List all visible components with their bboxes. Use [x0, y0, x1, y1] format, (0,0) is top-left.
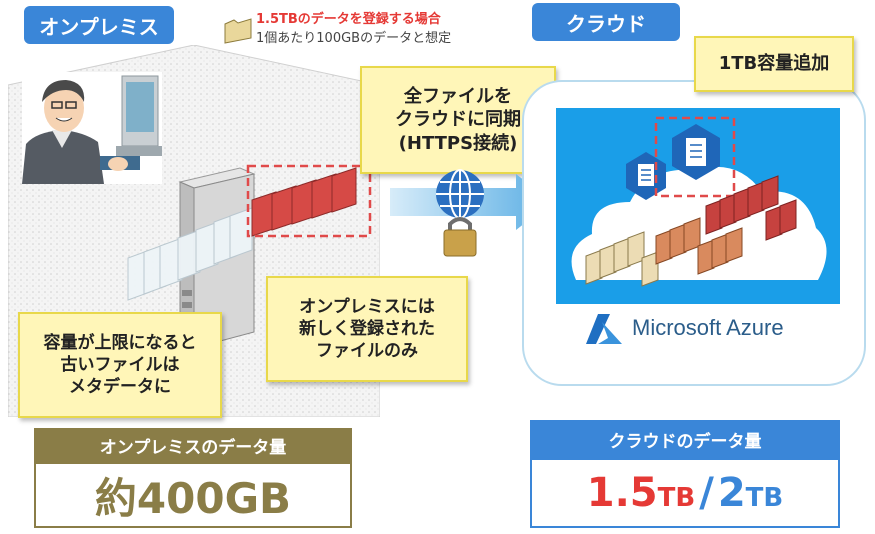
note-line: クラウドに同期 [395, 109, 521, 131]
cloud-data-total: 2 [717, 470, 746, 516]
person-at-computer-illustration [22, 72, 162, 184]
cloud-data-value: 1.5 TB / 2 TB [530, 458, 840, 528]
legend-title: 1.5TBのデータを登録する場合 [256, 12, 441, 27]
cloud-data-total-unit: TB [745, 483, 784, 513]
note-capacity-limit: 容量が上限になると 古いファイルは メタデータに [18, 312, 222, 418]
azure-cloud-storage-illustration [556, 108, 840, 304]
onprem-data-label: オンプレミスのデータ量 [34, 428, 352, 462]
onprem-tag: オンプレミス [24, 6, 174, 44]
azure-label: Microsoft Azure [632, 315, 784, 340]
note-line: 新しく登録された [299, 318, 435, 339]
note-line: メタデータに [69, 377, 171, 398]
cloud-tag: クラウド [532, 3, 680, 41]
note-line: 全ファイルを [404, 85, 512, 107]
note-line: オンプレミスには [299, 296, 435, 317]
folder-icon [224, 18, 252, 44]
onprem-data-value: 約400GB [34, 462, 352, 528]
legend-subtitle: 1個あたり100GBのデータと想定 [256, 31, 452, 46]
globe-lock-icon [436, 169, 484, 257]
note-onprem-new-files: オンプレミスには 新しく登録された ファイルのみ [266, 276, 468, 382]
note-capacity-added: 1TB容量追加 [694, 36, 854, 92]
onprem-server-illustration [127, 164, 372, 349]
note-line: ファイルのみ [316, 341, 418, 362]
note-line: (HTTPS接続) [398, 132, 518, 154]
cloud-data-used-unit: TB [657, 483, 696, 513]
cloud-data-separator: / [699, 470, 714, 516]
azure-logo-icon [586, 314, 622, 344]
cloud-data-used: 1.5 [586, 470, 658, 516]
cloud-data-label: クラウドのデータ量 [530, 420, 840, 458]
note-line: 古いファイルは [60, 354, 180, 375]
note-line: 容量が上限になると [43, 332, 197, 353]
